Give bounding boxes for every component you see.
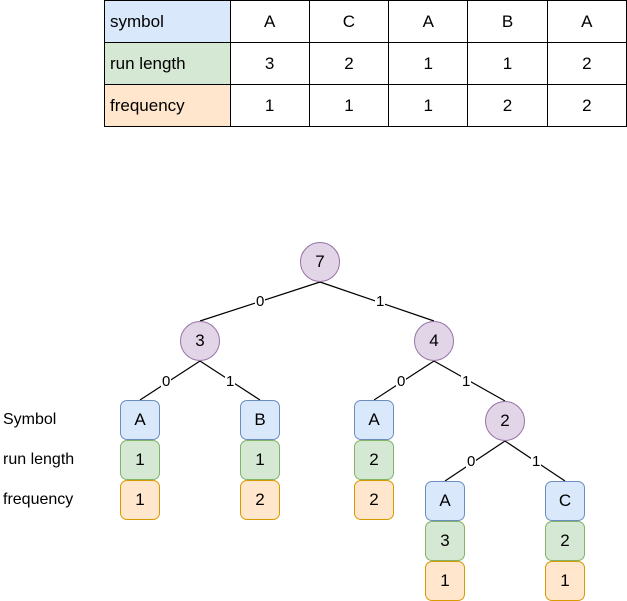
edge-label-right-a: 0 — [396, 373, 407, 390]
row-label-symbol: Symbol — [3, 411, 57, 428]
table-cell-runlength-2: 1 — [388, 42, 469, 85]
row-header-frequency: frequency — [104, 84, 231, 127]
tree-node-right-right[interactable]: 2 — [485, 401, 525, 441]
row-header-symbol: symbol — [104, 0, 231, 43]
leaf-1-run-length: 1 — [120, 440, 160, 480]
leaf-2-symbol: B — [240, 400, 280, 440]
table-row-frequency: frequency 1 1 1 2 2 — [104, 84, 627, 127]
leaf-3-symbol: A — [354, 400, 394, 440]
leaf-4-run-length: 3 — [425, 521, 465, 561]
leaf-5-run-length: 2 — [545, 521, 585, 561]
table-cell-runlength-3: 1 — [467, 42, 548, 85]
leaf-1-frequency: 1 — [120, 480, 160, 520]
edge-label-root-right: 1 — [375, 293, 386, 310]
leaf-1-symbol: A — [120, 400, 160, 440]
leaf-node-4[interactable]: A 3 1 — [425, 481, 465, 601]
table-cell-frequency-3: 2 — [467, 84, 548, 127]
run-length-table: symbol A C A B A run length 3 2 1 1 2 fr… — [104, 0, 627, 127]
table-cell-frequency-2: 1 — [388, 84, 469, 127]
table-row-run-length: run length 3 2 1 1 2 — [104, 42, 627, 85]
table-cell-symbol-4: A — [546, 0, 627, 43]
table-cell-symbol-3: B — [467, 0, 548, 43]
leaf-node-3[interactable]: A 2 2 — [354, 400, 394, 520]
table-cell-symbol-1: C — [308, 0, 390, 43]
leaf-2-run-length: 1 — [240, 440, 280, 480]
edge-label-root-left: 0 — [255, 293, 266, 310]
table-cell-runlength-1: 2 — [308, 42, 390, 85]
table-cell-frequency-4: 2 — [546, 84, 627, 127]
table-cell-runlength-4: 2 — [546, 42, 627, 85]
leaf-node-1[interactable]: A 1 1 — [120, 400, 160, 520]
leaf-5-symbol: C — [545, 481, 585, 521]
leaf-5-frequency: 1 — [545, 561, 585, 601]
edge-label-left-a: 0 — [161, 373, 172, 390]
edge-label-left-b: 1 — [225, 373, 236, 390]
table-cell-frequency-1: 1 — [308, 84, 390, 127]
row-label-run-length: run length — [3, 451, 75, 468]
leaf-node-2[interactable]: B 1 2 — [240, 400, 280, 520]
edge-label-node2-c: 1 — [531, 453, 542, 470]
tree-node-right[interactable]: 4 — [414, 321, 454, 361]
edge-label-right-node2: 1 — [461, 373, 472, 390]
table-row-symbol: symbol A C A B A — [104, 0, 627, 43]
leaf-4-frequency: 1 — [425, 561, 465, 601]
table-cell-frequency-0: 1 — [229, 84, 310, 127]
leaf-4-symbol: A — [425, 481, 465, 521]
table-cell-symbol-2: A — [388, 0, 469, 43]
leaf-3-run-length: 2 — [354, 440, 394, 480]
tree-node-left[interactable]: 3 — [180, 321, 220, 361]
leaf-node-5[interactable]: C 2 1 — [545, 481, 585, 601]
row-label-frequency: frequency — [3, 491, 74, 508]
leaf-3-frequency: 2 — [354, 480, 394, 520]
leaf-2-frequency: 2 — [240, 480, 280, 520]
table-cell-symbol-0: A — [229, 0, 310, 43]
tree-node-root[interactable]: 7 — [300, 242, 340, 282]
table-cell-runlength-0: 3 — [229, 42, 310, 85]
edge-label-node2-a: 0 — [466, 453, 477, 470]
row-header-run-length: run length — [104, 42, 231, 85]
